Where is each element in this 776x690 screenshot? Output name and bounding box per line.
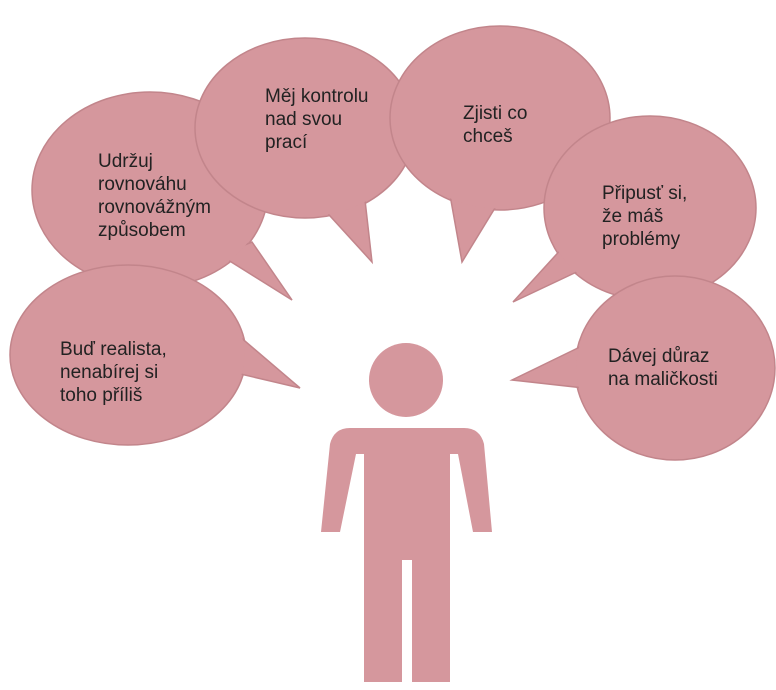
bubble-text-realist: Buď realista, nenabírej si toho příliš bbox=[60, 339, 167, 406]
speech-bubble-realist bbox=[9, 264, 301, 446]
bubble-text-goal: Zjisti co chceš bbox=[463, 103, 528, 147]
speech-bubble-admit bbox=[512, 115, 757, 303]
bubble-text-details: Dávej důraz na maličkosti bbox=[608, 346, 718, 390]
speech-bubble-goal bbox=[389, 25, 611, 265]
person-body bbox=[321, 428, 492, 682]
speech-bubble-details bbox=[509, 275, 776, 461]
speech-bubble-control bbox=[194, 37, 416, 265]
person-head bbox=[369, 343, 443, 417]
bubble-text-admit: Připusť si, že máš problémy bbox=[602, 183, 688, 250]
bubble-text-balance: Udržuj rovnováhu rovnovážným způsobem bbox=[98, 151, 211, 241]
person-icon bbox=[321, 343, 492, 682]
bubble-text-control: Měj kontrolu nad svou prací bbox=[265, 86, 369, 153]
